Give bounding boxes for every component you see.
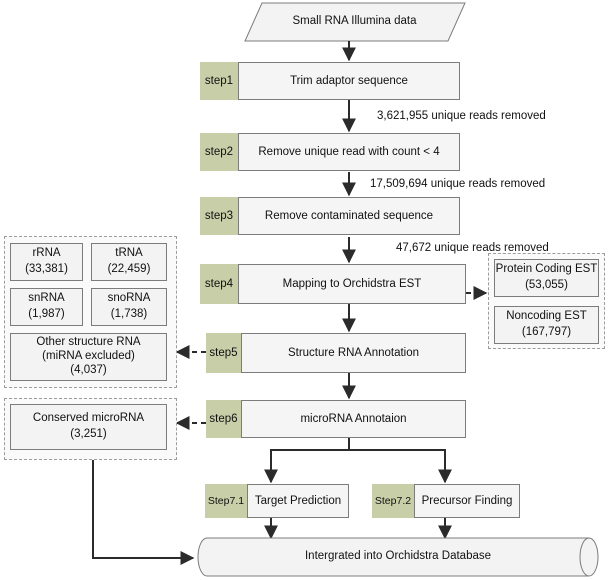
rrna-label: rRNA xyxy=(32,247,61,260)
step5-box: Structure RNA Annotation xyxy=(241,333,466,373)
step6-box: microRNA Annotaion xyxy=(241,400,466,438)
step2-tag: step2 xyxy=(200,133,238,171)
protein-coding-est-count: (53,055) xyxy=(525,279,568,291)
other-structure-rna-note: (miRNA excluded) xyxy=(42,350,135,363)
conserved-mirna-box: Conserved microRNA (3,251) xyxy=(10,404,167,450)
step4-tag: step4 xyxy=(200,264,238,304)
step7-1-tag: Step7.1 xyxy=(205,484,247,518)
snrna-count: (1,987) xyxy=(28,308,65,320)
database-cylinder-rim xyxy=(579,537,590,577)
step1-box: Trim adaptor sequence xyxy=(238,62,460,100)
noncoding-est-box: Noncoding EST (167,797) xyxy=(494,306,599,344)
conserved-mirna-label: Conserved microRNA xyxy=(32,412,145,425)
removed-note-2: 17,509,694 unique reads removed xyxy=(370,178,546,190)
step6-tag: step6 xyxy=(206,400,241,438)
protein-coding-est-box: Protein Coding EST (53,055) xyxy=(494,259,599,297)
protein-coding-est-label: Protein Coding EST xyxy=(495,263,598,276)
trna-box: tRNA (22,459) xyxy=(91,243,167,281)
arrow-step6-split xyxy=(264,438,350,484)
step5-tag: step5 xyxy=(206,333,241,373)
input-label: Small RNA Illumina data xyxy=(292,15,417,27)
rrna-box: rRNA (33,381) xyxy=(10,243,83,281)
arrow-step6-split-right xyxy=(349,449,452,484)
other-structure-rna-count: (4,037) xyxy=(70,363,107,376)
step2-box: Remove unique read with count < 4 xyxy=(238,133,460,171)
removed-note-1: 3,621,955 unique reads removed xyxy=(377,110,546,122)
noncoding-est-label: Noncoding EST xyxy=(506,310,587,323)
rrna-count: (33,381) xyxy=(25,263,68,275)
snorna-count: (1,738) xyxy=(110,308,148,320)
arrow-conserved-db xyxy=(92,450,195,565)
other-structure-rna-label: Other structure RNA xyxy=(36,336,141,349)
input-shape xyxy=(244,2,466,42)
step3-box: Remove contaminated sequence xyxy=(238,197,460,235)
database-label: Intergrated into Orchidstra Database xyxy=(304,550,492,562)
target-prediction-box: Target Prediction xyxy=(247,484,349,518)
trna-count: (22,459) xyxy=(107,263,151,275)
step3-tag: step3 xyxy=(200,197,238,235)
snorna-label: snoRNA xyxy=(107,292,151,305)
step7-2-tag: Step7.2 xyxy=(372,484,414,518)
step4-box: Mapping to Orchidstra EST xyxy=(238,264,466,304)
other-structure-rna-box: Other structure RNA (miRNA excluded) (4,… xyxy=(10,333,167,381)
snorna-box: snoRNA (1,738) xyxy=(91,288,167,326)
snrna-label: snRNA xyxy=(28,292,65,305)
removed-note-3: 47,672 unique reads removed xyxy=(396,242,549,254)
conserved-mirna-count: (3,251) xyxy=(70,428,107,440)
precursor-finding-box: Precursor Finding xyxy=(414,484,520,518)
step1-tag: step1 xyxy=(200,62,238,100)
noncoding-est-count: (167,797) xyxy=(521,326,572,338)
snrna-box: snRNA (1,987) xyxy=(10,288,83,326)
trna-label: tRNA xyxy=(115,247,143,260)
